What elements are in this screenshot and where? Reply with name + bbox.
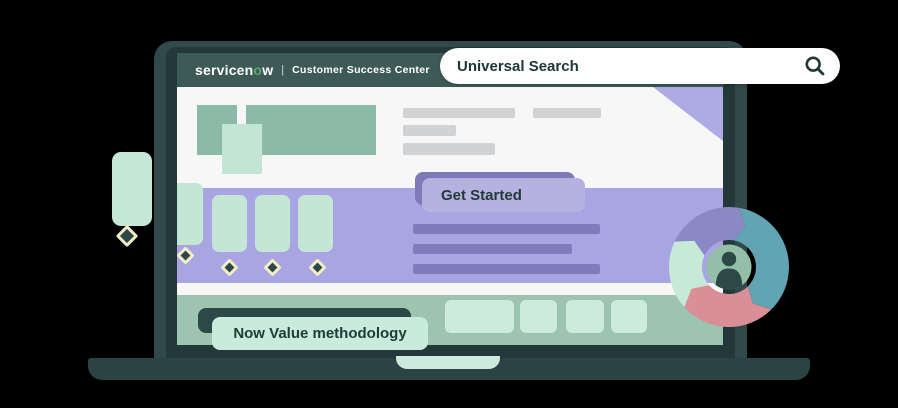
diamond-icon bbox=[308, 258, 327, 277]
floating-card bbox=[112, 152, 152, 226]
methodology-wheel bbox=[667, 205, 791, 329]
get-started-button[interactable]: Get Started bbox=[422, 178, 585, 212]
footer-tile[interactable] bbox=[445, 300, 514, 333]
text-line-placeholder bbox=[403, 143, 495, 155]
footer-tile[interactable] bbox=[566, 300, 604, 333]
text-line-placeholder bbox=[403, 125, 456, 136]
journey-card[interactable] bbox=[177, 183, 203, 245]
now-value-button[interactable]: Now Value methodology bbox=[212, 317, 428, 350]
brand-text: servicen bbox=[195, 62, 254, 78]
laptop-base bbox=[88, 358, 810, 380]
corner-accent-triangle bbox=[653, 87, 723, 141]
section-divider bbox=[177, 283, 723, 295]
footer-tile[interactable] bbox=[611, 300, 647, 333]
hero-banner-placeholder bbox=[246, 105, 376, 155]
diamond-icon bbox=[220, 258, 239, 277]
brand-green-o: o bbox=[253, 62, 263, 78]
laptop-base-notch bbox=[396, 356, 500, 369]
wheel-segment-pink bbox=[684, 285, 772, 328]
diamond-icon bbox=[263, 258, 282, 277]
person-icon bbox=[715, 251, 743, 290]
text-line-placeholder bbox=[533, 108, 601, 118]
search-input[interactable]: Universal Search bbox=[440, 48, 840, 84]
footer-tile[interactable] bbox=[520, 300, 557, 333]
wheel-segment-teal bbox=[733, 207, 790, 310]
wheel-segment-mint bbox=[668, 240, 709, 308]
servicenow-logo: servicenow bbox=[195, 62, 273, 78]
product-name: Customer Success Center bbox=[292, 64, 430, 76]
purple-section bbox=[177, 183, 723, 283]
diamond-icon bbox=[177, 246, 195, 265]
brand-text-end: w bbox=[262, 62, 274, 78]
text-line-placeholder bbox=[403, 108, 515, 118]
hero-section bbox=[177, 87, 723, 188]
text-line-placeholder bbox=[413, 244, 572, 254]
search-icon[interactable] bbox=[804, 55, 826, 77]
get-started-label: Get Started bbox=[441, 186, 522, 204]
text-line-placeholder bbox=[413, 264, 600, 274]
search-placeholder: Universal Search bbox=[457, 57, 579, 75]
now-value-label: Now Value methodology bbox=[233, 325, 407, 342]
journey-card[interactable] bbox=[298, 195, 333, 252]
wheel-segment-purple bbox=[674, 206, 746, 256]
journey-card[interactable] bbox=[255, 195, 290, 252]
hero-card-placeholder bbox=[222, 124, 262, 174]
diamond-icon bbox=[115, 224, 139, 248]
text-line-placeholder bbox=[413, 224, 600, 234]
header-divider: | bbox=[281, 64, 285, 76]
journey-card[interactable] bbox=[212, 195, 247, 252]
